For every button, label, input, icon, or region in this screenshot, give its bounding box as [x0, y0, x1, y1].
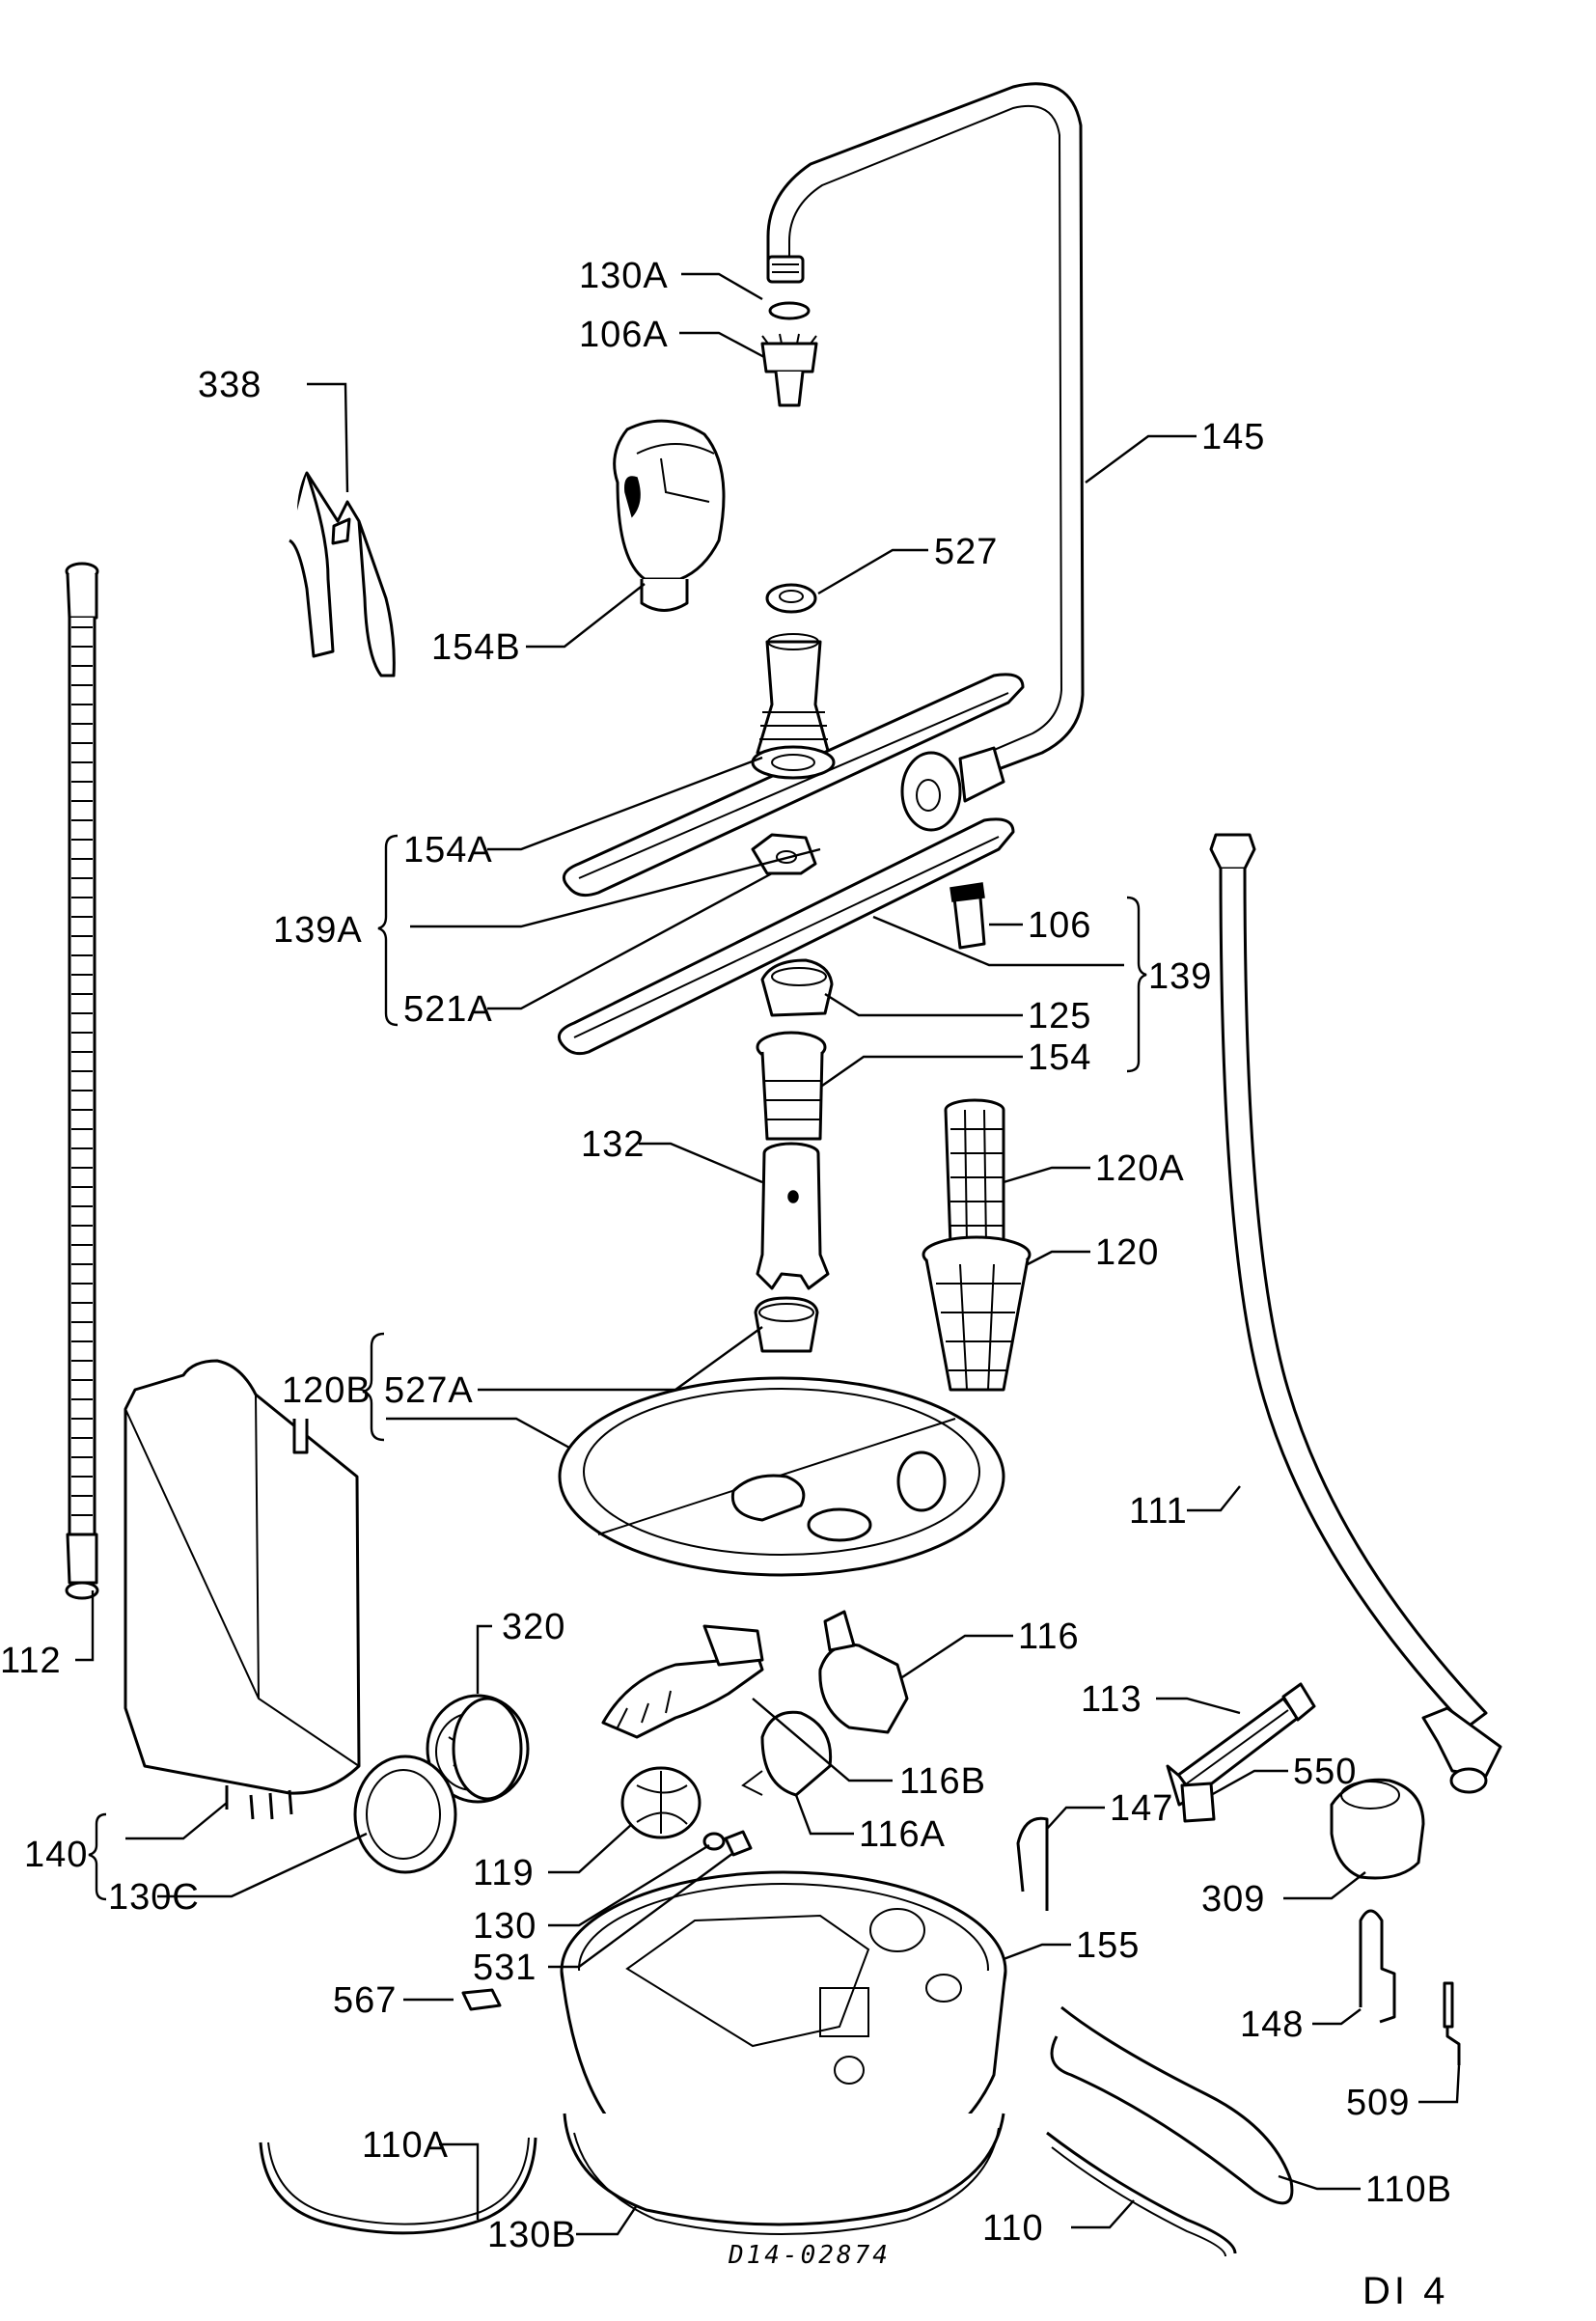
part-106A-nut [760, 333, 818, 407]
bracket-139 [1126, 896, 1147, 1073]
label-309: 309 [1201, 1879, 1266, 1920]
part-550-block [1180, 1782, 1216, 1823]
label-113: 113 [1081, 1679, 1142, 1720]
label-116: 116 [1018, 1616, 1080, 1657]
label-130: 130 [473, 1906, 537, 1947]
label-111: 111 [1129, 1491, 1188, 1532]
part-106-clip [949, 882, 986, 950]
part-531-screw [724, 1830, 753, 1857]
label-130B: 130B [487, 2215, 577, 2255]
label-110: 110 [982, 2208, 1044, 2249]
label-130A: 130A [579, 256, 669, 296]
part-110B-tube [1050, 2005, 1294, 2205]
label-338: 338 [198, 365, 262, 405]
part-110-tube [1046, 2131, 1237, 2257]
part-130C-seal [353, 1755, 457, 1874]
part-147-clip [1016, 1816, 1049, 1911]
part-567-clip [461, 1988, 502, 2011]
label-320: 320 [502, 1607, 566, 1647]
bracket-140 [88, 1812, 107, 1901]
label-106: 106 [1028, 905, 1092, 946]
bracket-120B [362, 1332, 385, 1442]
leader-lines [75, 272, 1461, 2236]
label-139: 139 [1148, 956, 1213, 997]
label-116B: 116B [899, 1761, 986, 1802]
part-309-cup [1330, 1778, 1425, 1880]
label-154B: 154B [431, 627, 521, 668]
part-145-spray-tube [766, 82, 1085, 832]
label-125: 125 [1028, 996, 1092, 1036]
label-527A: 527A [384, 1370, 474, 1411]
part-130B-seal [563, 2113, 1005, 2235]
part-111-hose [1209, 833, 1502, 1794]
part-112-hose [65, 562, 99, 1600]
label-521A: 521A [403, 989, 493, 1030]
label-567: 567 [333, 1980, 398, 2021]
part-154B-knob [613, 419, 726, 612]
part-338-clip [289, 471, 396, 677]
label-110B: 110B [1365, 2169, 1452, 2210]
label-110A: 110A [362, 2125, 449, 2166]
label-120B: 120B [282, 1370, 371, 1411]
label-154: 154 [1028, 1037, 1092, 1078]
part-154-bearing [756, 1031, 827, 1141]
label-116A: 116A [859, 1814, 946, 1855]
part-120A-filter [944, 1098, 1005, 1247]
label-120A: 120A [1095, 1148, 1185, 1189]
part-116B-housing [601, 1624, 764, 1739]
part-120B-plate [558, 1376, 1005, 1577]
label-527: 527 [934, 532, 999, 572]
part-125-collar [760, 958, 834, 1017]
label-531: 531 [473, 1948, 537, 1988]
label-140: 140 [24, 1835, 89, 1875]
part-320-cover [426, 1694, 530, 1804]
label-119: 119 [473, 1853, 535, 1893]
part-509-pin [1443, 1981, 1461, 2065]
part-527A-ring [754, 1296, 819, 1353]
label-132: 132 [581, 1124, 646, 1165]
label-147: 147 [1110, 1788, 1174, 1829]
part-148-clip [1359, 1909, 1396, 2024]
part-119-impeller [620, 1766, 702, 1839]
label-120: 120 [1095, 1232, 1160, 1273]
label-130C: 130C [108, 1877, 200, 1918]
part-130A-ring [768, 301, 811, 320]
part-527-ring [765, 583, 817, 614]
page-label: DI 4 [1362, 2270, 1449, 2312]
bracket-139A [377, 834, 399, 1027]
label-550: 550 [1293, 1752, 1358, 1792]
part-154A-spray-arm [562, 633, 1025, 898]
label-148: 148 [1240, 2004, 1305, 2045]
label-112: 112 [0, 1641, 62, 1681]
part-120-filter-cup [922, 1235, 1032, 1392]
label-509: 509 [1346, 2083, 1411, 2123]
label-145: 145 [1201, 417, 1266, 457]
label-155: 155 [1076, 1925, 1141, 1966]
part-110A-tube [259, 2137, 537, 2235]
label-154A: 154A [403, 830, 493, 870]
part-132-sleeve [756, 1142, 830, 1290]
part-116-valve [818, 1610, 909, 1734]
label-106A: 106A [579, 315, 669, 355]
part-116A-cap [741, 1710, 833, 1797]
label-139A: 139A [273, 910, 363, 951]
part-140-container [124, 1359, 361, 1820]
drawing-code: D14-02874 [729, 2241, 891, 2270]
